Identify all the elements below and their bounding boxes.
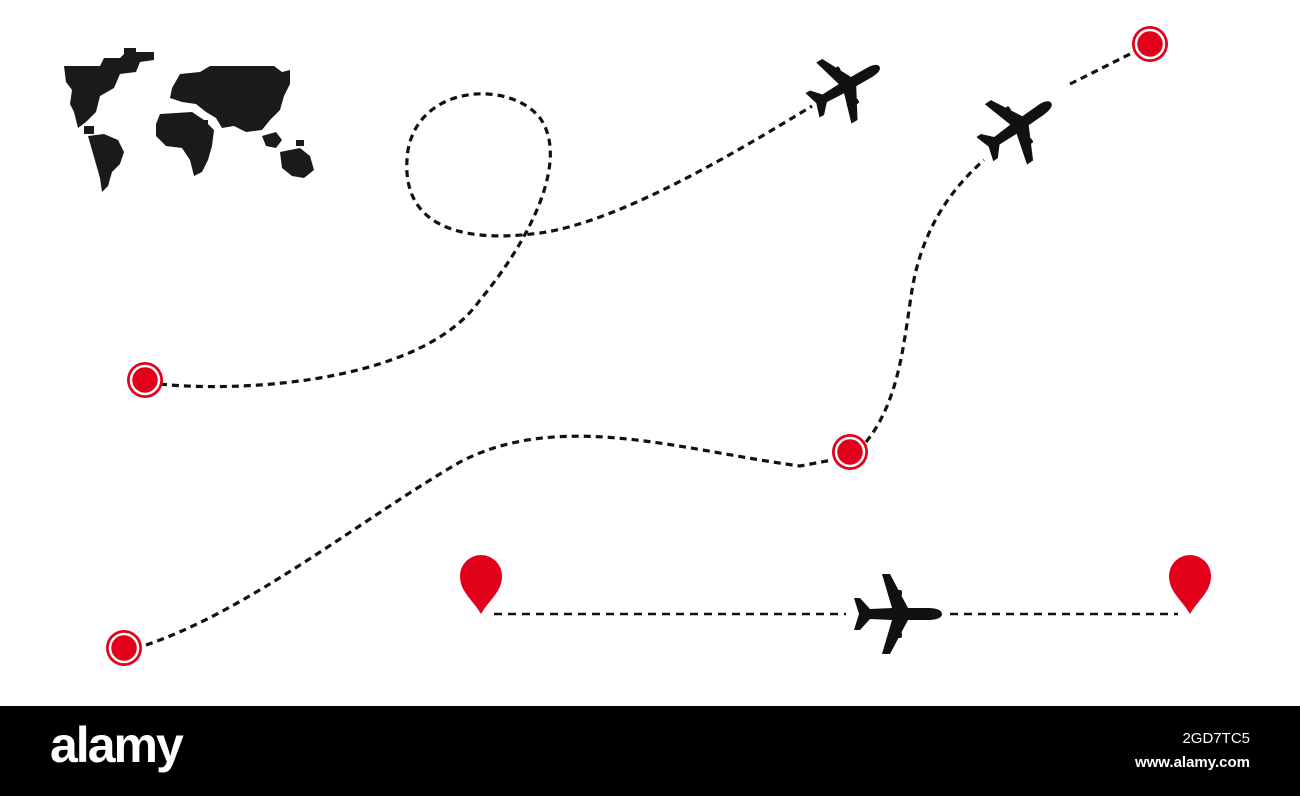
map-pin-icon	[1169, 555, 1211, 614]
location-dot-icon	[104, 628, 144, 668]
route-wavy	[104, 24, 1170, 668]
brand-logo: alamy	[50, 717, 184, 773]
airplane-icon	[794, 36, 898, 136]
world-map-icon	[64, 48, 314, 192]
map-pin-icon	[460, 555, 502, 614]
image-id: 2GD7TC5	[1182, 730, 1250, 747]
airplane-icon	[854, 574, 942, 654]
watermark-footer: alamy 2GD7TC5 www.alamy.com	[0, 706, 1300, 796]
route-loop	[125, 36, 898, 400]
location-dot-icon	[125, 360, 165, 400]
site-url: www.alamy.com	[1134, 754, 1250, 771]
location-dot-icon	[830, 432, 870, 472]
flight-routes-illustration	[64, 24, 1211, 668]
airplane-icon	[963, 72, 1073, 180]
route-straight	[460, 555, 1211, 654]
location-dot-icon	[1130, 24, 1170, 64]
